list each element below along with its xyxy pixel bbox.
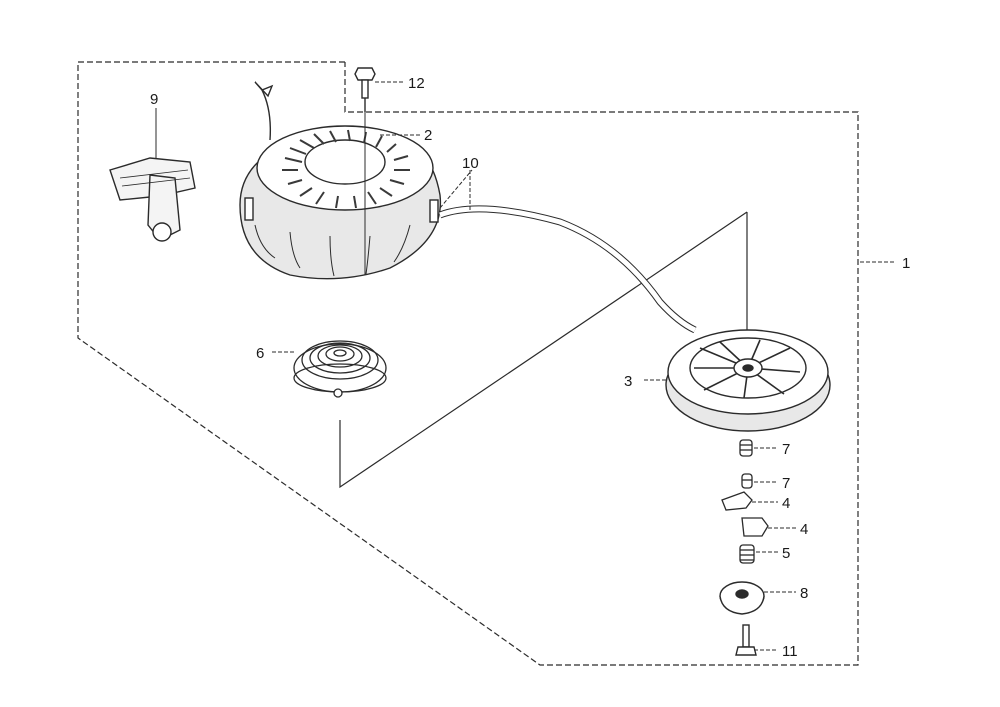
bolt-11-icon (735, 624, 757, 656)
callout-4b: 4 (800, 521, 808, 538)
callout-8: 8 (800, 585, 808, 602)
callout-5: 5 (782, 545, 790, 562)
ratchet-4b-icon (741, 517, 769, 537)
ratchet-4a-icon (721, 491, 753, 511)
reel-3-icon (665, 329, 831, 432)
spring-7a-icon (739, 439, 753, 457)
recoil-case-2-icon (239, 81, 442, 280)
callout-11: 11 (782, 643, 798, 660)
callout-3: 3 (624, 373, 632, 390)
leader-lines (272, 81, 896, 651)
callout-6: 6 (256, 345, 264, 362)
assembly-boundary (77, 61, 859, 666)
callout-4a: 4 (782, 495, 790, 512)
callout-10: 10 (462, 155, 479, 172)
callout-1: 1 (902, 255, 910, 272)
starter-rope-10-icon (438, 205, 697, 334)
bolt-12-icon (354, 67, 376, 112)
callout-2: 2 (424, 127, 432, 144)
spring-7b-icon (741, 473, 753, 489)
callout-7a: 7 (782, 441, 790, 458)
callouts: 1 2 3 4 4 5 6 7 7 8 9 10 11 12 (150, 75, 910, 660)
callout-9: 9 (150, 91, 158, 108)
starter-grip-9-icon (109, 108, 196, 242)
recoil-spring-6-icon (293, 340, 387, 398)
callout-7b: 7 (782, 475, 790, 492)
callout-12: 12 (408, 75, 425, 92)
friction-plate-8-icon (719, 581, 765, 615)
spring-5-icon (739, 544, 755, 564)
